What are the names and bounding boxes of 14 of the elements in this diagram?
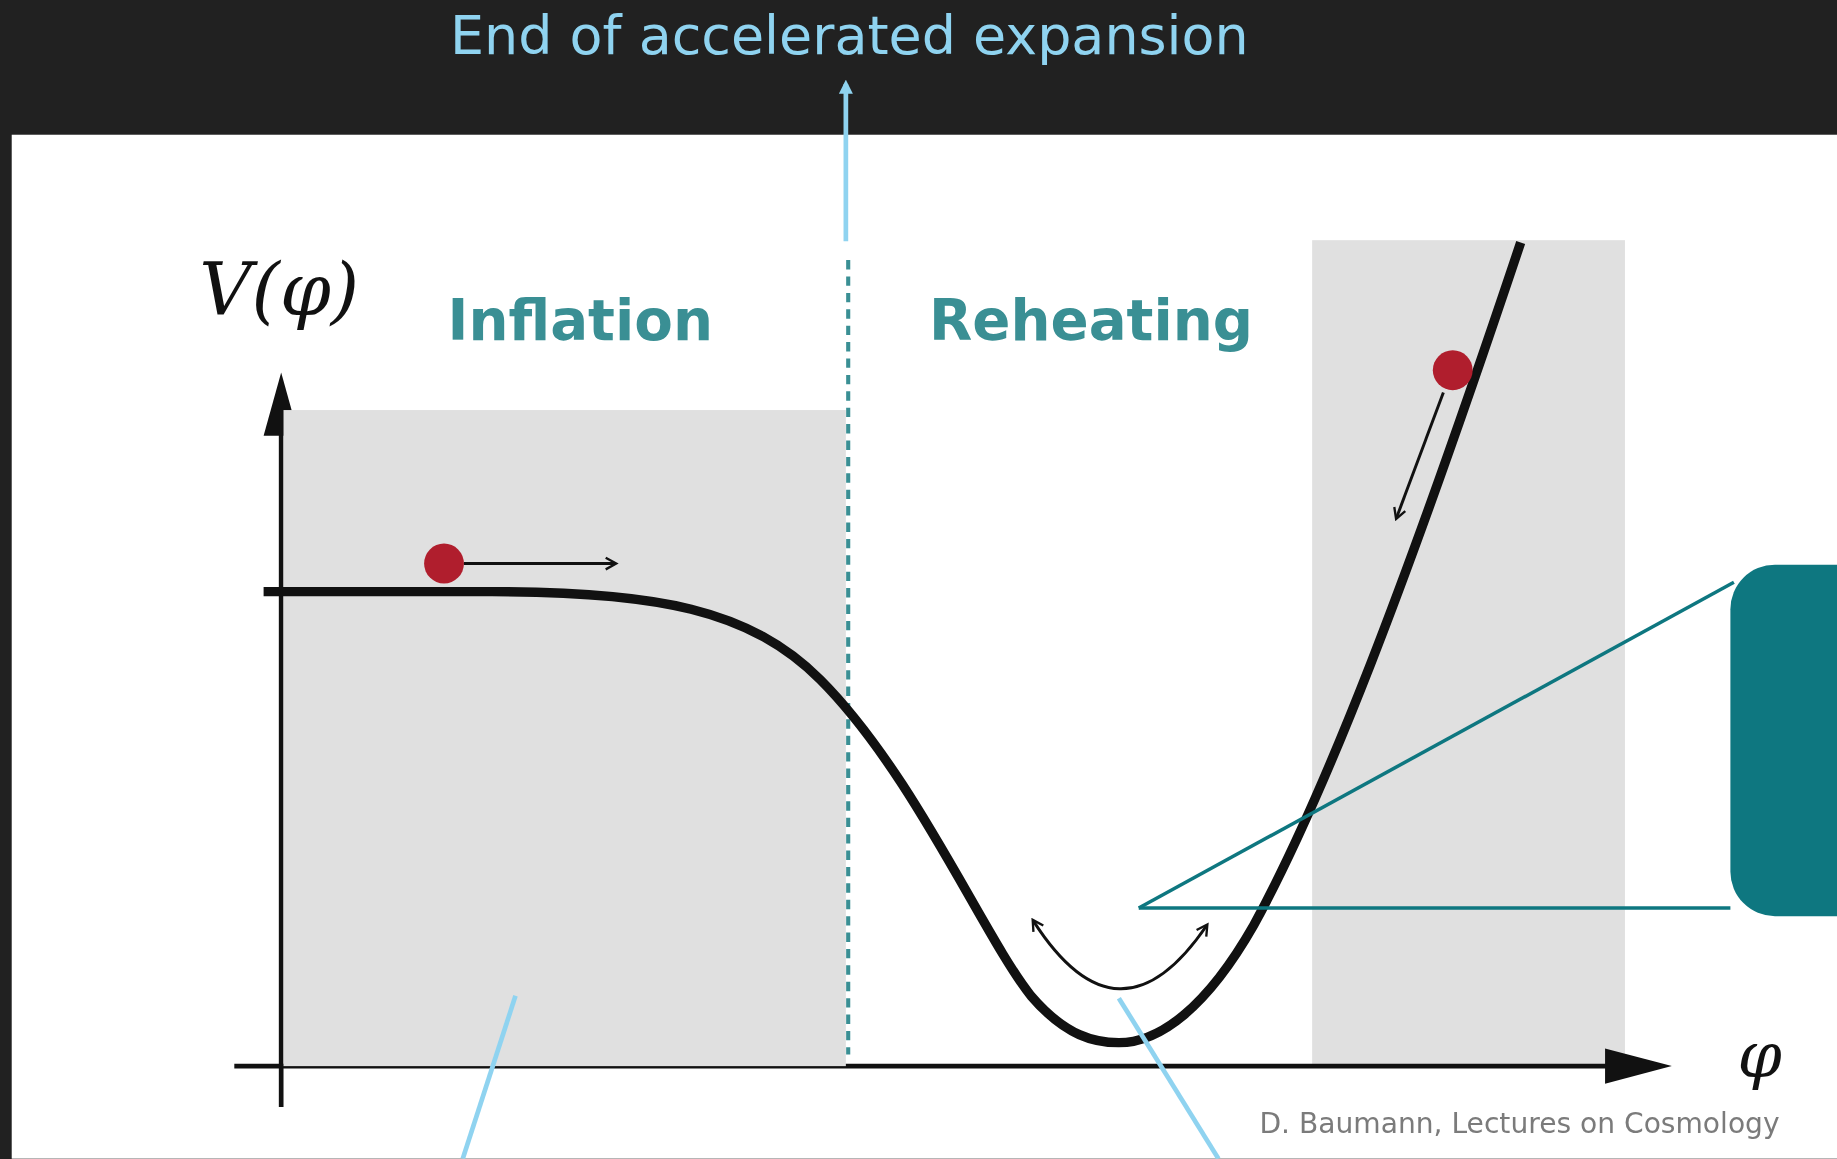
axis-label: V(φ) (199, 248, 360, 332)
axis-label: φ (1737, 1019, 1782, 1092)
leader-line (1137, 580, 1735, 910)
source-citation: D. Baumann, Lectures on Cosmology (1259, 1108, 1780, 1141)
region-title: Reheating (929, 288, 1254, 353)
arrow (838, 79, 853, 242)
leader-line (1138, 906, 1731, 910)
callout-box (1730, 564, 1837, 917)
heading-text: End of accelerated expansion (450, 4, 1249, 67)
leader-line (460, 995, 518, 1159)
leader-line (1116, 996, 1221, 1159)
double-arrow (1031, 918, 1209, 991)
shaded-region (283, 410, 846, 1067)
region-title: Inflation (447, 288, 713, 353)
